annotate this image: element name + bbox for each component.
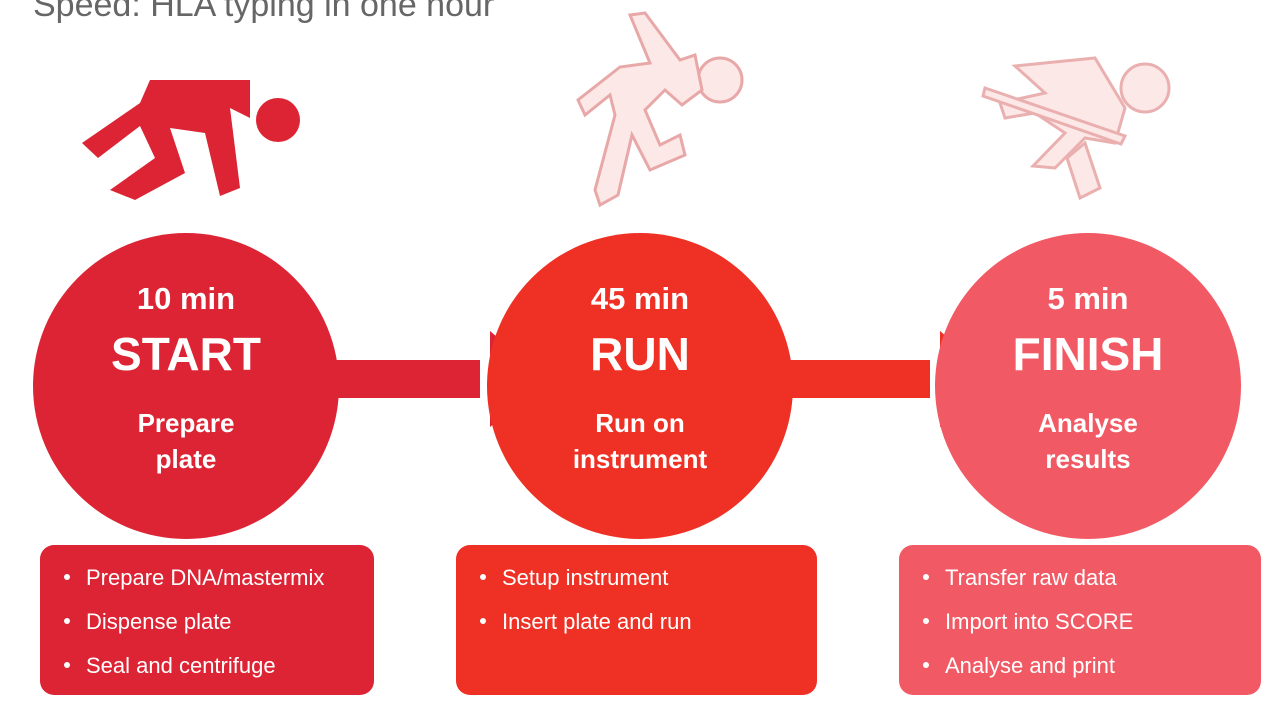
task-item: Import into SCORE [923,611,1261,633]
task-item: Prepare DNA/mastermix [64,567,374,589]
finish-task-box: Transfer raw data Import into SCORE Anal… [899,545,1261,695]
bullet-icon [64,618,70,625]
task-item: Insert plate and run [480,611,817,633]
stage-time: 10 min [136,281,236,316]
bullet-icon [64,662,70,669]
task-label: Dispense plate [86,609,232,634]
task-item: Dispense plate [64,611,374,633]
diagram-title: Speed: HLA typing in one hour [33,0,495,24]
task-label: Seal and centrifuge [86,653,276,678]
stage-description-line: Analyse [1038,408,1138,438]
stage-name: START [111,328,261,380]
task-list: Setup instrument Insert plate and run [456,545,817,633]
run-task-box: Setup instrument Insert plate and run [456,545,817,695]
stage-description: Run on instrument [487,405,793,477]
stage-start-circle: 10 min START Prepare plate [33,233,339,539]
task-label: Analyse and print [945,653,1115,678]
stage-description-line: Run on [595,408,685,438]
task-list: Prepare DNA/mastermix Dispense plate Sea… [40,545,374,677]
bullet-icon [923,618,929,625]
stage-description-line: plate [155,444,217,474]
task-label: Transfer raw data [945,565,1117,590]
bullet-icon [923,574,929,581]
start-task-box: Prepare DNA/mastermix Dispense plate Sea… [40,545,374,695]
bullet-icon [923,662,929,669]
bullet-icon [480,574,486,581]
task-label: Insert plate and run [502,609,692,634]
stage-description-line: Prepare [137,408,235,438]
crouching-runner-icon [82,80,300,200]
finish-line-runner-icon [981,56,1171,201]
task-item: Transfer raw data [923,567,1261,589]
task-label: Setup instrument [502,565,669,590]
stage-name: RUN [590,328,690,380]
task-list: Transfer raw data Import into SCORE Anal… [899,545,1261,677]
stage-run-circle: 45 min RUN Run on instrument [487,233,793,539]
stage-time: 5 min [1047,281,1129,316]
stage-name: FINISH [1012,328,1164,380]
bullet-icon [64,574,70,581]
stage-description: Analyse results [935,405,1241,477]
task-item: Seal and centrifuge [64,655,374,677]
task-item: Setup instrument [480,567,817,589]
stage-description-line: instrument [572,444,708,474]
stage-description: Prepare plate [33,405,339,477]
stage-description-line: results [1045,444,1131,474]
task-label: Import into SCORE [945,609,1134,634]
bullet-icon [480,618,486,625]
task-item: Analyse and print [923,655,1261,677]
task-label: Prepare DNA/mastermix [86,565,325,590]
sprinting-runner-icon [576,11,744,208]
stage-time: 45 min [590,281,690,316]
stage-finish-circle: 5 min FINISH Analyse results [935,233,1241,539]
